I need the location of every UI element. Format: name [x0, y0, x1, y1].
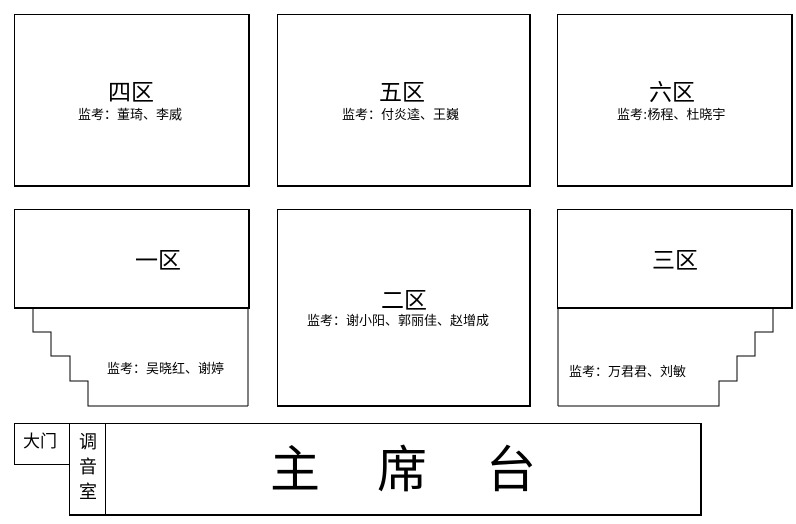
main-gate-label: 大门 [23, 432, 57, 452]
zone-4-name: 四区 [108, 80, 154, 106]
zone-3-name: 三区 [652, 248, 698, 274]
zone-5-proctors: 监考：付炎逵、王巍 [342, 108, 460, 123]
zone-4-proctors: 监考：董琦、李威 [78, 108, 183, 123]
zone-3-proctors: 监考：万君君、刘敏 [569, 365, 687, 380]
rostrum [105, 423, 702, 516]
zone-5 [277, 14, 531, 187]
zone-2-name: 二区 [381, 288, 427, 314]
zone-3-stairs [558, 309, 774, 407]
rostrum-char-2: 席 [377, 441, 429, 499]
zone-1-name: 一区 [135, 248, 181, 274]
zone-5-name: 五区 [379, 80, 425, 106]
zone-4 [14, 14, 250, 187]
zone-3 [557, 209, 793, 309]
sound-room-char-1: 调 [79, 432, 97, 453]
sound-room [69, 423, 106, 516]
sound-room-char-3: 室 [79, 482, 97, 503]
rostrum-char-3: 台 [486, 441, 538, 499]
zone-6-name: 六区 [649, 80, 695, 106]
rostrum-char-1: 主 [270, 441, 322, 499]
zone-6 [557, 14, 793, 187]
zone-2 [277, 209, 531, 407]
zone-1-proctors: 监考：吴晓红、谢婷 [107, 362, 225, 377]
zone-6-proctors: 监考:杨程、杜晓宇 [617, 108, 726, 123]
zone-2-proctors: 监考：谢小阳、郭丽佳、赵增成 [307, 314, 490, 329]
sound-room-char-2: 音 [79, 457, 97, 478]
zone-1 [14, 209, 250, 309]
zone-1-stairs [32, 309, 248, 407]
